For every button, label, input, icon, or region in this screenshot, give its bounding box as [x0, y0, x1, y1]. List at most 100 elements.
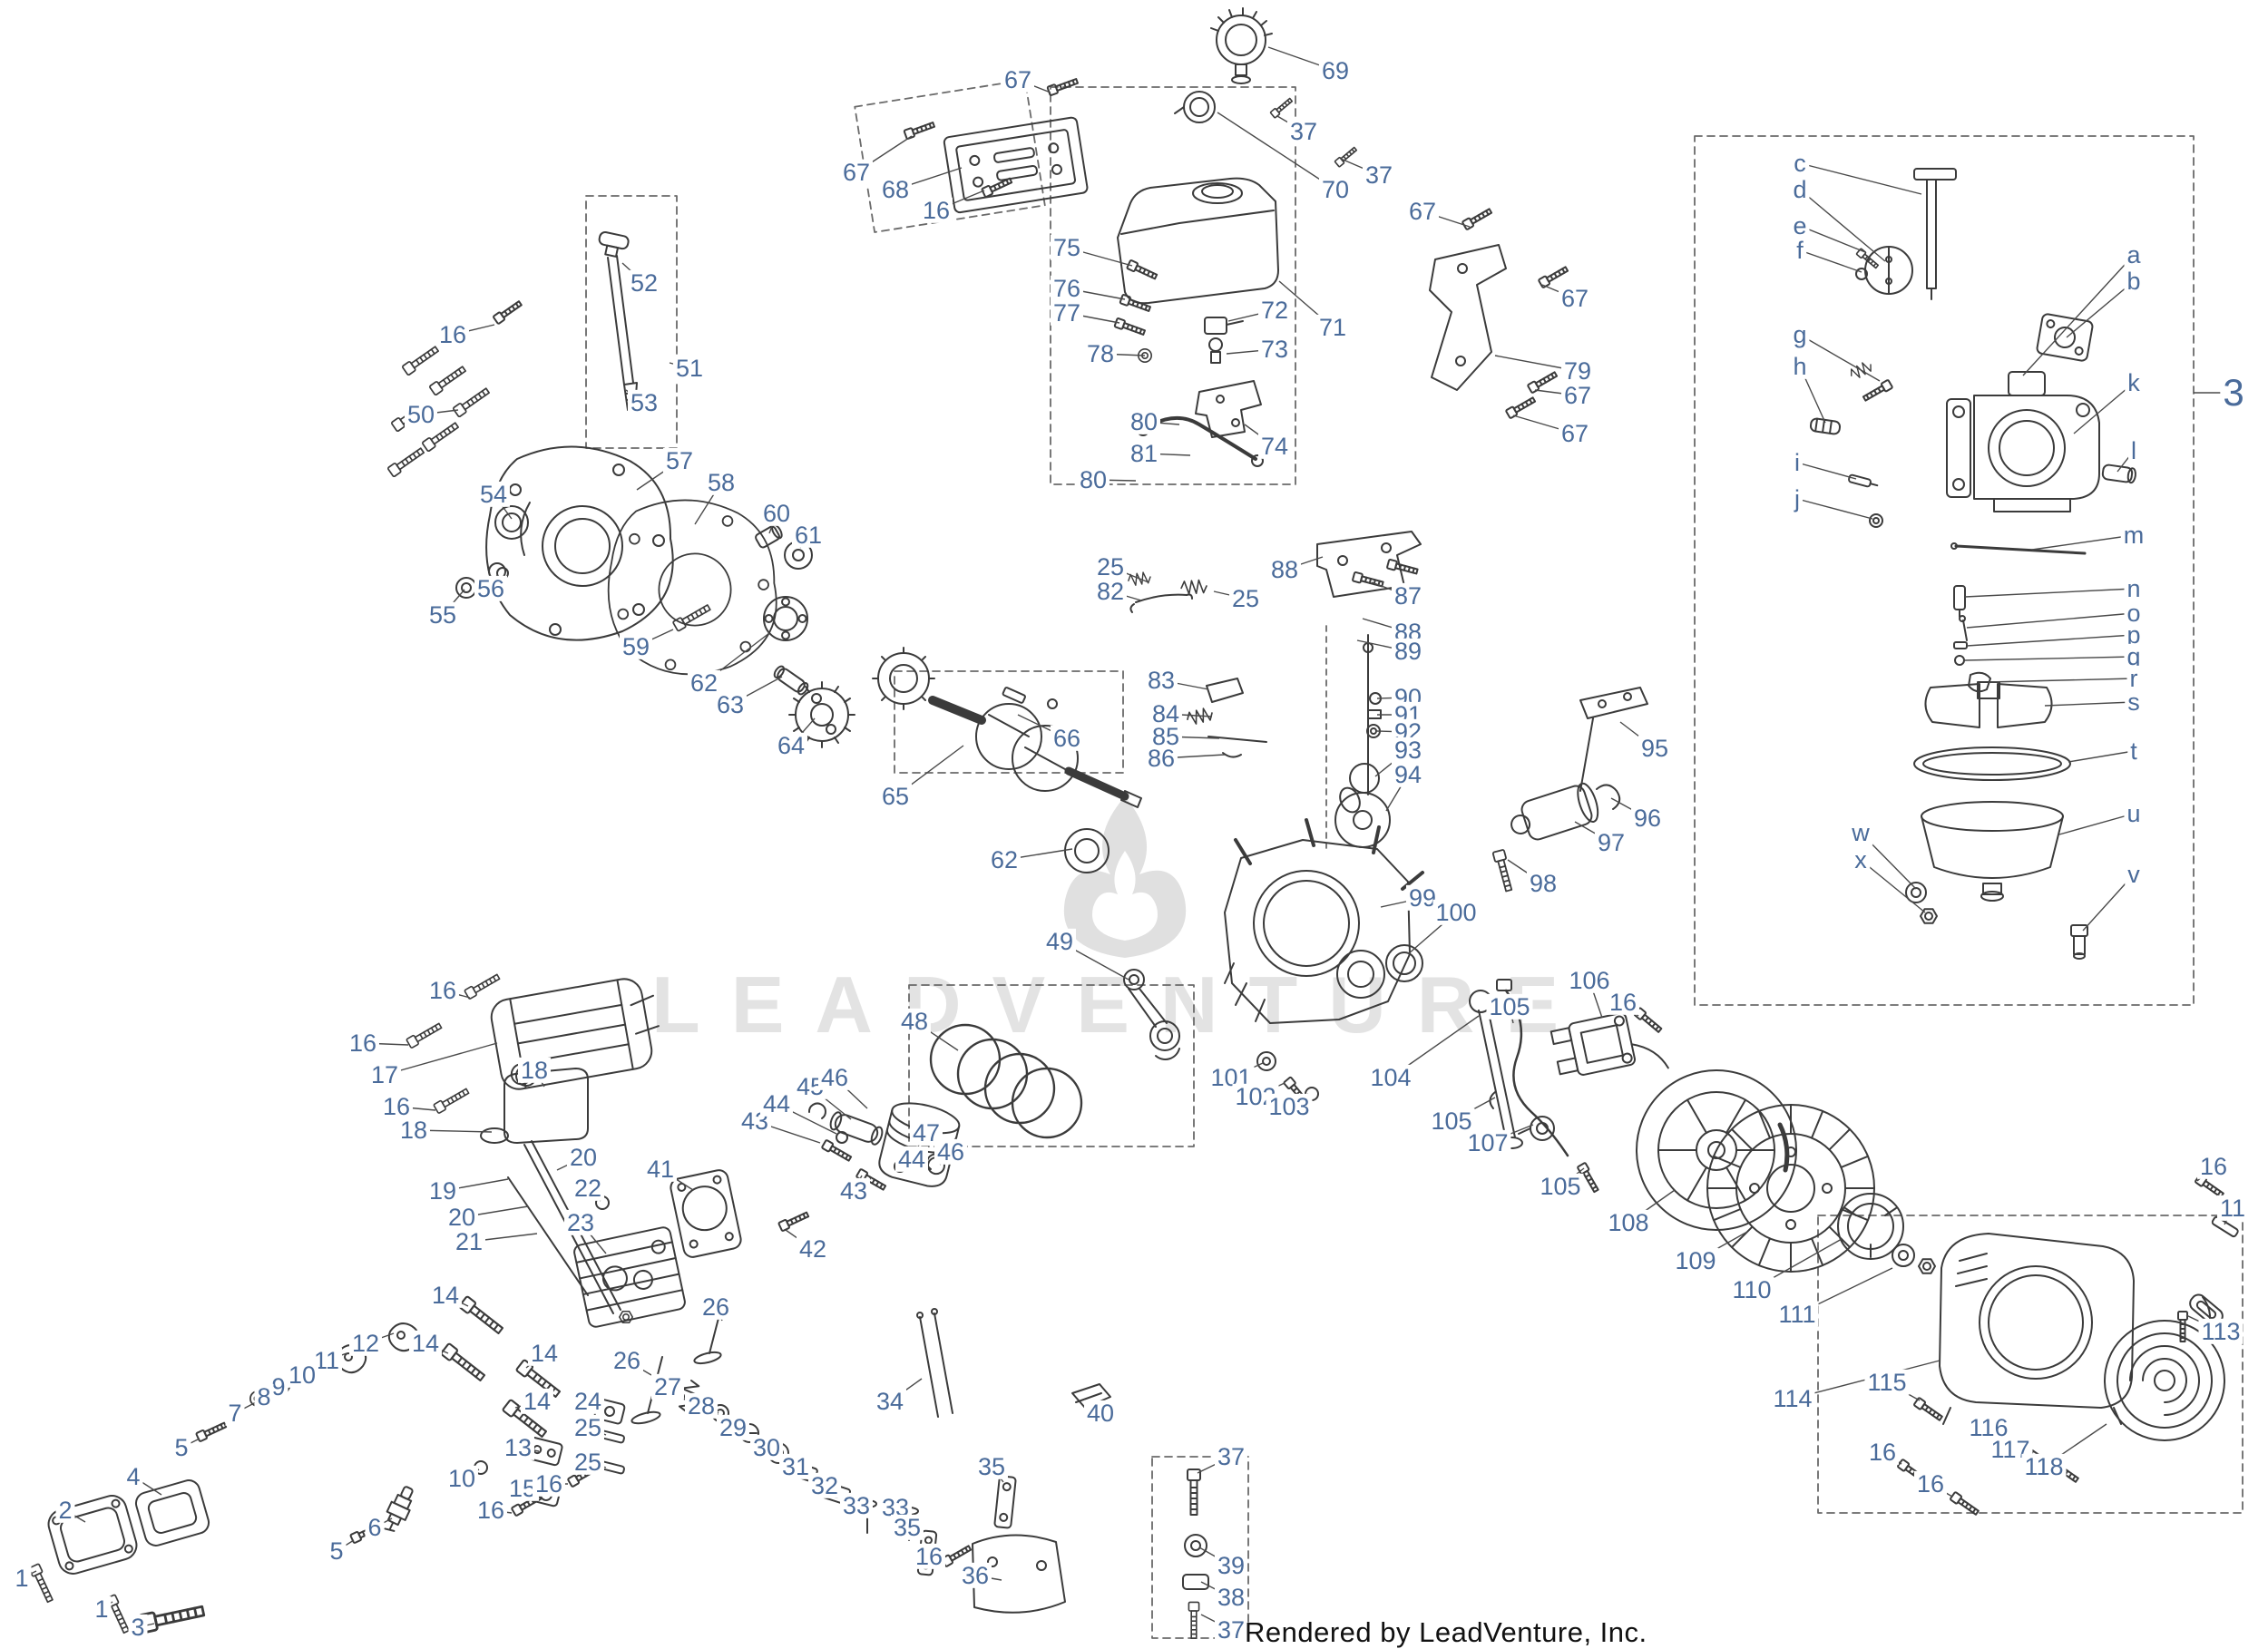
callout-38[interactable]: 38 [1214, 1584, 1248, 1610]
callout-70[interactable]: 70 [1318, 176, 1353, 202]
callout-35[interactable]: 35 [974, 1453, 1009, 1479]
callout-d[interactable]: d [1790, 176, 1810, 202]
callout-85[interactable]: 85 [1149, 723, 1183, 749]
callout-31[interactable]: 31 [778, 1453, 813, 1479]
callout-30[interactable]: 30 [749, 1434, 784, 1460]
callout-6[interactable]: 6 [365, 1514, 385, 1540]
callout-40[interactable]: 40 [1083, 1400, 1118, 1426]
callout-53[interactable]: 53 [627, 389, 661, 415]
callout-14[interactable]: 14 [527, 1340, 562, 1366]
callout-67[interactable]: 67 [1001, 66, 1035, 93]
callout-8[interactable]: 8 [254, 1383, 274, 1410]
callout-57[interactable]: 57 [662, 447, 697, 473]
callout-l[interactable]: l [2128, 437, 2139, 463]
callout-15[interactable]: 15 [505, 1475, 540, 1501]
callout-5[interactable]: 5 [171, 1434, 191, 1460]
callout-97[interactable]: 97 [1594, 829, 1628, 855]
callout-s[interactable]: s [2125, 688, 2143, 715]
callout-93[interactable]: 93 [1391, 737, 1425, 763]
callout-r[interactable]: r [2126, 665, 2141, 691]
callout-16[interactable]: 16 [1865, 1439, 1900, 1465]
callout-27[interactable]: 27 [650, 1373, 685, 1400]
callout-16[interactable]: 16 [474, 1497, 508, 1523]
callout-58[interactable]: 58 [704, 469, 738, 495]
callout-61[interactable]: 61 [791, 522, 826, 548]
callout-37[interactable]: 37 [1286, 118, 1321, 144]
callout-16[interactable]: 16 [2196, 1153, 2231, 1179]
callout-46[interactable]: 46 [934, 1138, 968, 1165]
callout-104[interactable]: 104 [1367, 1064, 1414, 1090]
callout-j[interactable]: j [1792, 485, 1803, 512]
callout-109[interactable]: 109 [1672, 1247, 1719, 1273]
callout-98[interactable]: 98 [1526, 870, 1560, 896]
callout-88[interactable]: 88 [1267, 556, 1302, 582]
callout-9[interactable]: 9 [269, 1373, 288, 1400]
callout-77[interactable]: 77 [1050, 299, 1084, 326]
callout-67[interactable]: 67 [1560, 382, 1595, 408]
callout-48[interactable]: 48 [897, 1008, 932, 1034]
callout-29[interactable]: 29 [716, 1414, 750, 1440]
callout-117[interactable]: 117 [1988, 1436, 2033, 1462]
callout-16[interactable]: 16 [435, 321, 470, 347]
callout-82[interactable]: 82 [1093, 578, 1128, 604]
callout-103[interactable]: 103 [1266, 1093, 1313, 1119]
callout-67[interactable]: 67 [1558, 420, 1592, 446]
callout-42[interactable]: 42 [796, 1235, 830, 1262]
callout-10[interactable]: 10 [285, 1361, 319, 1388]
callout-v[interactable]: v [2125, 861, 2143, 887]
callout-73[interactable]: 73 [1257, 336, 1292, 362]
callout-105[interactable]: 105 [1537, 1173, 1584, 1199]
callout-16[interactable]: 16 [919, 197, 953, 223]
callout-86[interactable]: 86 [1144, 745, 1178, 771]
callout-24[interactable]: 24 [571, 1388, 605, 1414]
callout-60[interactable]: 60 [759, 500, 794, 526]
callout-37[interactable]: 37 [1214, 1443, 1248, 1469]
callout-44[interactable]: 44 [894, 1146, 929, 1172]
callout-g[interactable]: g [1790, 321, 1810, 347]
callout-113[interactable]: 113 [2198, 1318, 2244, 1344]
callout-71[interactable]: 71 [1315, 314, 1350, 340]
callout-68[interactable]: 68 [878, 176, 913, 202]
callout-3[interactable]: 3 [2220, 372, 2247, 414]
callout-x[interactable]: x [1852, 846, 1870, 873]
callout-k[interactable]: k [2125, 369, 2143, 395]
callout-81[interactable]: 81 [1127, 440, 1161, 466]
callout-105[interactable]: 105 [1486, 993, 1533, 1020]
callout-3[interactable]: 3 [128, 1614, 148, 1640]
callout-5[interactable]: 5 [327, 1537, 347, 1564]
callout-20[interactable]: 20 [566, 1144, 601, 1170]
callout-26[interactable]: 26 [699, 1293, 733, 1320]
callout-54[interactable]: 54 [476, 481, 511, 507]
callout-49[interactable]: 49 [1042, 928, 1077, 954]
callout-2[interactable]: 2 [55, 1497, 75, 1523]
callout-4[interactable]: 4 [123, 1463, 143, 1489]
callout-16[interactable]: 16 [379, 1093, 414, 1119]
callout-21[interactable]: 21 [452, 1228, 486, 1254]
callout-46[interactable]: 46 [817, 1064, 852, 1090]
callout-89[interactable]: 89 [1391, 638, 1425, 664]
callout-108[interactable]: 108 [1605, 1209, 1652, 1235]
callout-39[interactable]: 39 [1214, 1552, 1248, 1578]
callout-50[interactable]: 50 [404, 401, 438, 427]
callout-78[interactable]: 78 [1083, 340, 1118, 366]
callout-84[interactable]: 84 [1149, 700, 1183, 727]
callout-51[interactable]: 51 [672, 355, 707, 381]
callout-67[interactable]: 67 [1405, 198, 1440, 224]
callout-100[interactable]: 100 [1432, 899, 1480, 925]
callout-64[interactable]: 64 [774, 732, 808, 758]
callout-14[interactable]: 14 [520, 1388, 554, 1414]
callout-83[interactable]: 83 [1144, 667, 1178, 693]
callout-41[interactable]: 41 [643, 1156, 678, 1182]
callout-13[interactable]: 13 [501, 1434, 535, 1460]
callout-n[interactable]: n [2124, 575, 2144, 601]
callout-80[interactable]: 80 [1076, 466, 1110, 493]
callout-10[interactable]: 10 [445, 1465, 479, 1491]
callout-i[interactable]: i [1792, 449, 1803, 475]
callout-c[interactable]: c [1791, 150, 1809, 176]
callout-o[interactable]: o [2124, 600, 2144, 626]
callout-116[interactable]: 116 [1966, 1414, 2011, 1440]
callout-16[interactable]: 16 [1913, 1470, 1948, 1497]
callout-m[interactable]: m [2120, 522, 2147, 548]
callout-25[interactable]: 25 [571, 1414, 605, 1440]
callout-87[interactable]: 87 [1391, 582, 1425, 609]
